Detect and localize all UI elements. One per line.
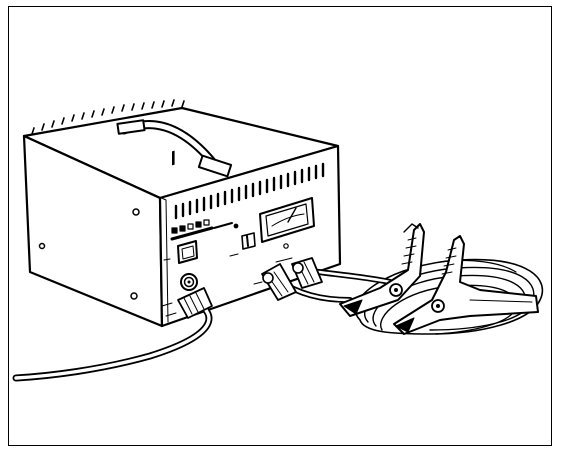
side-screws (38, 208, 140, 300)
vent-slots-row (174, 162, 325, 220)
fuse-holder (180, 273, 198, 291)
cooling-fins (31, 99, 185, 135)
output-cable-leads (261, 257, 393, 303)
ammeter (259, 197, 315, 243)
front-vent-slots (172, 150, 175, 166)
indicator-marks (161, 223, 293, 317)
black-clamp (393, 235, 539, 335)
power-switch (177, 240, 198, 264)
red-clamp (339, 223, 425, 317)
power-cord (12, 287, 213, 382)
selector-knob (241, 232, 256, 250)
carry-handle (116, 119, 233, 178)
model-label-strip (170, 219, 233, 241)
